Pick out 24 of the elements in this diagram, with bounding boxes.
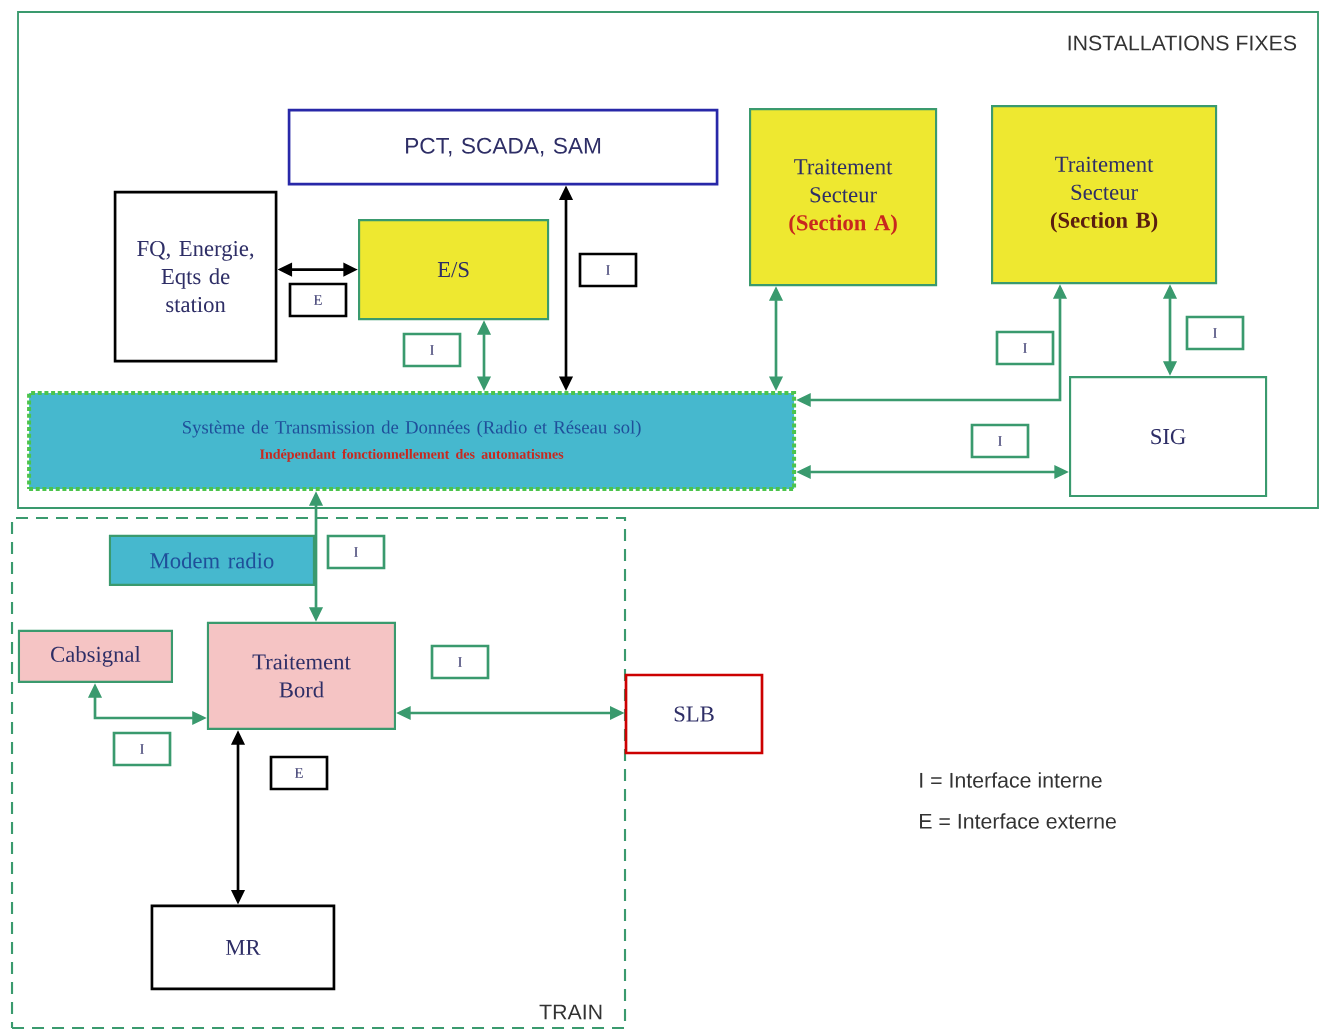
- edge-label: I: [430, 644, 490, 680]
- process-box: Traitement Bord: [206, 621, 396, 730]
- process-box: Traitement Secteur (Section A): [749, 108, 938, 287]
- edge-label: I: [1185, 315, 1245, 351]
- edge-label: I: [970, 423, 1030, 459]
- process-box: E/S: [358, 219, 550, 321]
- edge-label: E: [288, 282, 348, 318]
- edge-label: E: [269, 755, 329, 791]
- edge-label: I: [578, 252, 638, 288]
- edge-label: I: [326, 534, 386, 570]
- transmission-band: Système de Transmission de Données (Radio et Réseau sol) Indépendant fonctionnellement des automatismes: [27, 391, 797, 492]
- process-box: Traitement Secteur (Section B): [991, 105, 1218, 285]
- edge-label: I: [995, 330, 1055, 366]
- edge-label: I: [112, 731, 172, 767]
- edge-label: I: [402, 332, 462, 368]
- system-box: SLB: [624, 673, 764, 755]
- module-box: Modem radio: [108, 534, 315, 586]
- legend-note: I = Interface interne: [920, 772, 1102, 788]
- system-box: SIG: [1069, 376, 1268, 498]
- equipment-box: FQ, Energie, Eqts de station: [113, 190, 278, 363]
- module-box: Cabsignal: [17, 629, 174, 683]
- system-box: PCT, SCADA, SAM: [287, 108, 719, 186]
- equipment-box: MR: [150, 904, 336, 991]
- legend-note: E = Interface externe: [920, 813, 1116, 829]
